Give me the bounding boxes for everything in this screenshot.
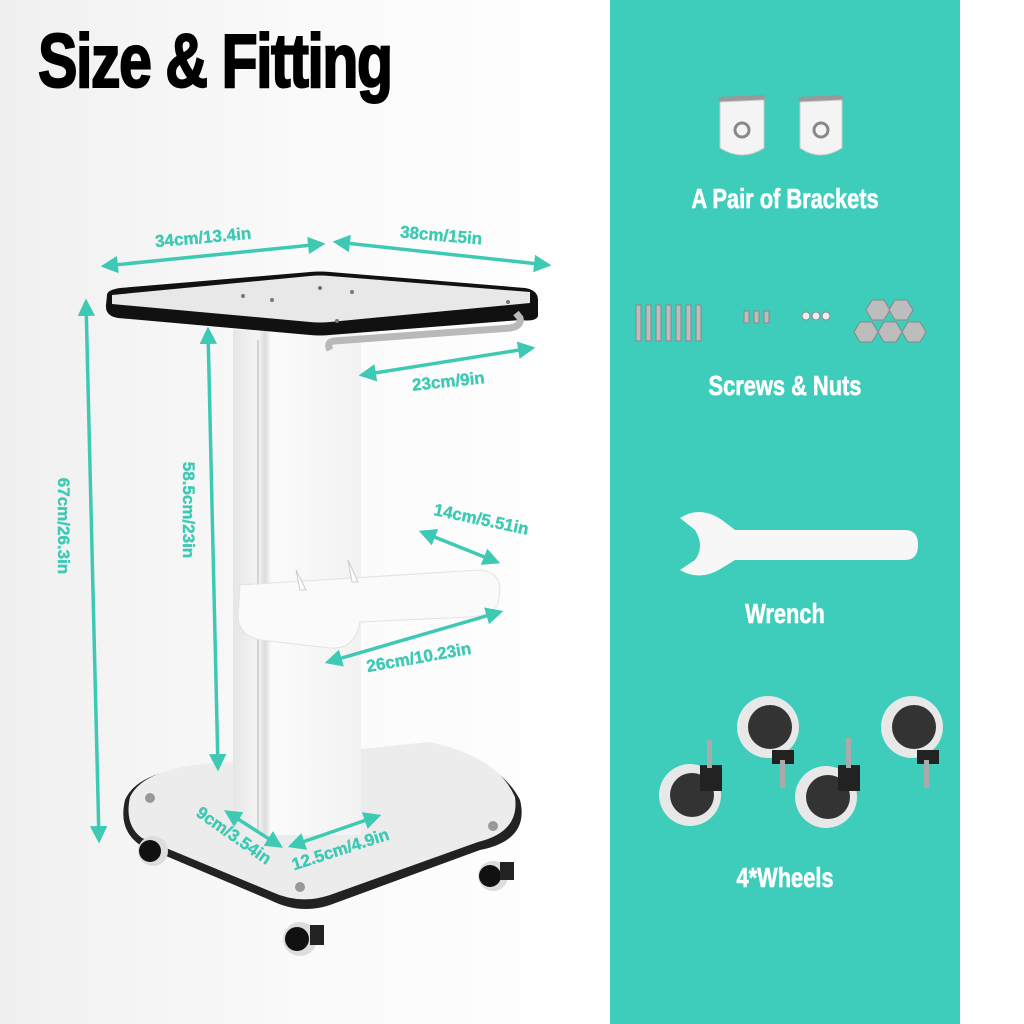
cart-wheels [138, 836, 514, 956]
cart-illustration [77, 234, 552, 956]
dim-total-height: 67cm/26.3in [54, 477, 74, 575]
page-title: Size & Fitting [37, 18, 394, 105]
label-brackets: A Pair of Brackets [691, 183, 879, 215]
handle-bar [325, 310, 524, 352]
label-wheels: 4*Wheels [736, 862, 834, 894]
label-screws-nuts: Screws & Nuts [708, 370, 862, 402]
dim-column-height: 58.5cm/23in [179, 461, 199, 559]
right-margin [960, 0, 1024, 1024]
label-wrench: Wrench [745, 598, 825, 630]
